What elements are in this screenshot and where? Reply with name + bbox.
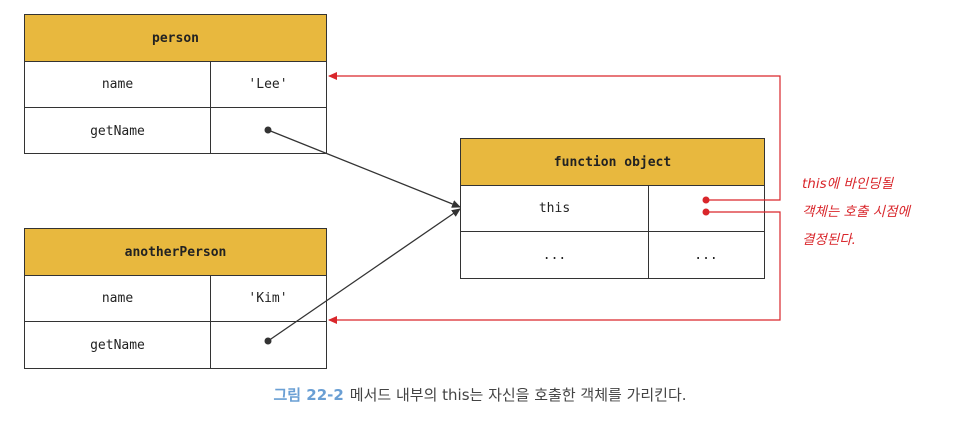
another-person-header: anotherPerson (25, 229, 326, 276)
another-person-getname-key: getName (25, 322, 211, 368)
function-object-header: function object (461, 139, 764, 186)
person-row-getname: getName (25, 108, 326, 154)
function-object-row-rest: ... ... (461, 232, 764, 278)
figure-caption: 그림 22-2 메서드 내부의 this는 자신을 호출한 객체를 가리킨다. (0, 384, 960, 405)
function-object-row-this: this (461, 186, 764, 232)
figure-caption-text: 메서드 내부의 this는 자신을 호출한 객체를 가리킨다. (349, 386, 687, 404)
annotation-line-2: 객체는 호출 시점에 (802, 204, 910, 220)
person-name-value: 'Lee' (248, 77, 288, 92)
another-person-row-getname: getName (25, 322, 326, 368)
another-person-getname-arrow (267, 208, 461, 342)
another-person-row-name: name 'Kim' (25, 276, 326, 322)
another-person-name-value: 'Kim' (248, 291, 288, 306)
another-person-name-key: name (25, 276, 211, 321)
function-object-this-key: this (461, 186, 649, 231)
person-getname-arrow (267, 129, 461, 208)
this-to-person-arrow (328, 72, 781, 201)
person-header: person (25, 15, 326, 62)
person-object-table: person name 'Lee' getName (24, 14, 327, 154)
annotation-line-3: 결정된다. (802, 232, 856, 248)
annotation-line-1: this에 바인딩될 (802, 176, 894, 192)
this-to-another-person-arrow (328, 211, 781, 324)
person-name-key: name (25, 62, 211, 107)
person-row-name: name 'Lee' (25, 62, 326, 108)
function-object-rest-value: ... (694, 247, 718, 263)
person-getname-key: getName (25, 108, 211, 154)
function-object-rest-key: ... (461, 232, 649, 278)
another-person-object-table: anotherPerson name 'Kim' getName (24, 228, 327, 369)
figure-number: 그림 22-2 (273, 386, 344, 404)
function-object-table: function object this ... ... (460, 138, 765, 279)
this-binding-annotation: this에 바인딩될 객체는 호출 시점에 결정된다. (802, 170, 910, 254)
